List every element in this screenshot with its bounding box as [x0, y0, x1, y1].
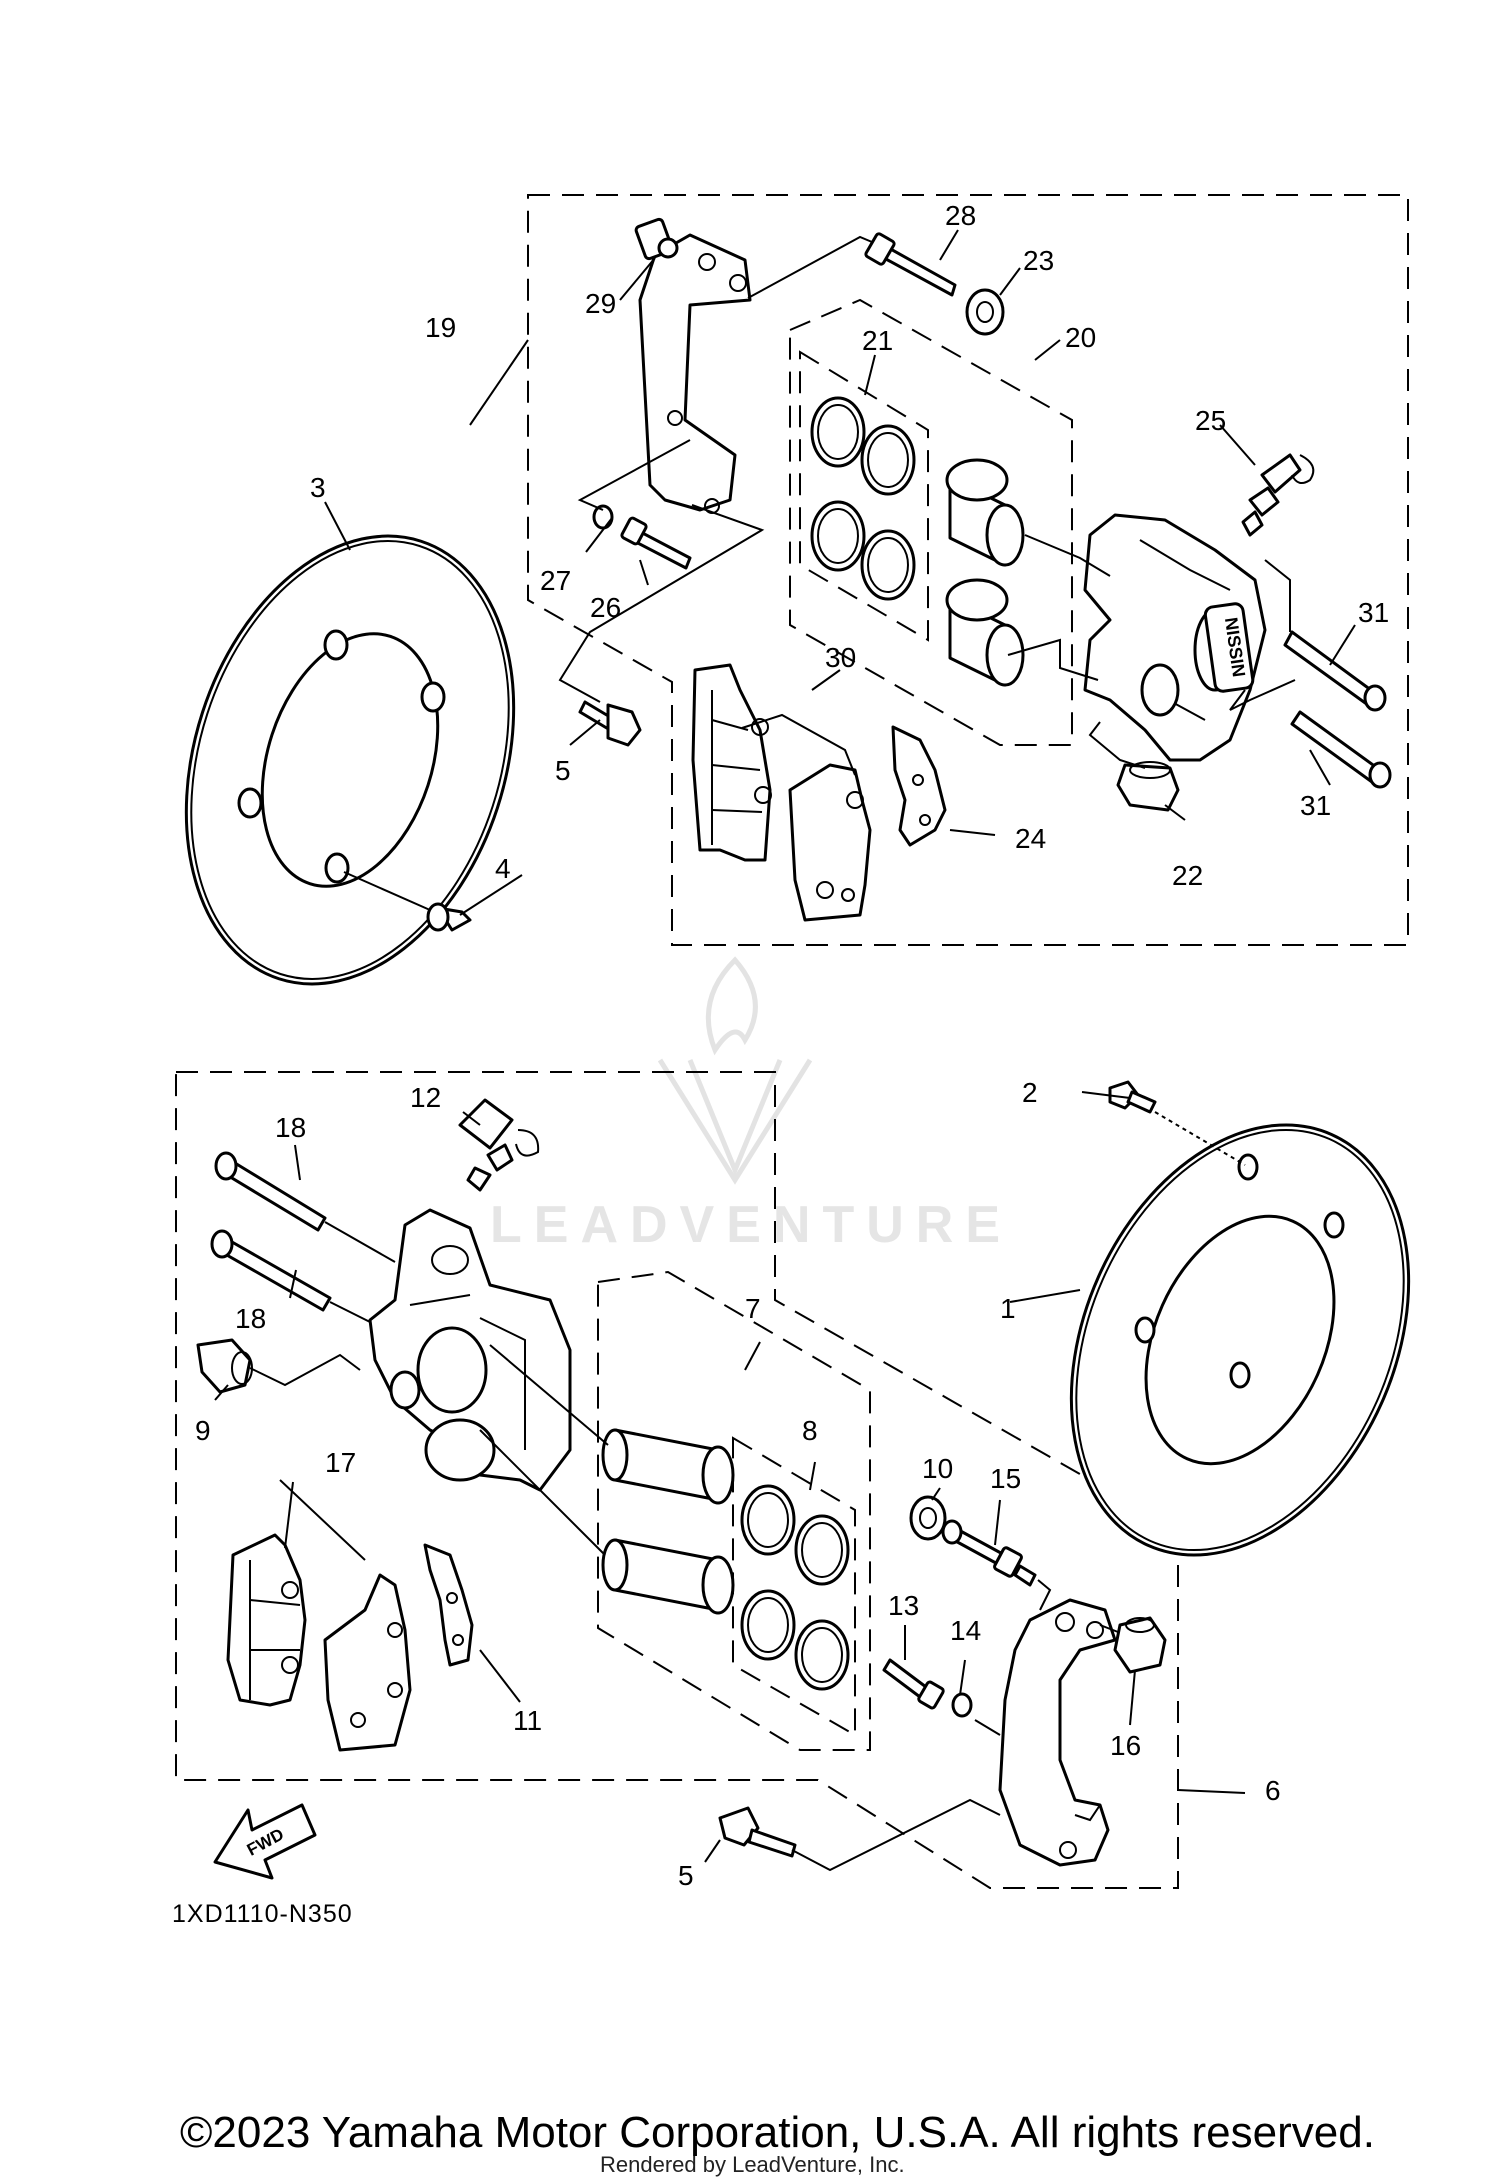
copyright-notice: ©2023 Yamaha Motor Corporation, U.S.A. A… — [180, 2108, 1375, 2157]
pistons-top — [945, 458, 1025, 687]
bleeder-25 — [1241, 453, 1315, 537]
callout-23: 23 — [1023, 245, 1054, 276]
callout-31-top: 31 — [1358, 597, 1389, 628]
callout-15: 15 — [990, 1463, 1021, 1494]
bolt-13 — [882, 1658, 945, 1710]
callout-8: 8 — [802, 1415, 818, 1446]
callout-3: 3 — [310, 472, 326, 503]
pad-spring-24 — [891, 725, 947, 847]
caliper-body-top: NISSIN — [1083, 513, 1267, 762]
callout-17: 17 — [325, 1447, 356, 1478]
callout-21: 21 — [862, 325, 893, 356]
watermark-text: LEADVENTURE — [490, 1196, 1013, 1254]
nut-23 — [965, 288, 1005, 336]
callout-2: 2 — [1022, 1077, 1038, 1108]
top-leaders — [558, 235, 1296, 776]
callout-12: 12 — [410, 1082, 441, 1113]
callout-7: 7 — [745, 1293, 761, 1324]
top-caliper-bracket — [638, 233, 752, 514]
callout-4: 4 — [495, 853, 511, 884]
callout-5-top: 5 — [555, 755, 571, 786]
pin-22 — [1116, 761, 1180, 812]
pins-18 — [210, 1151, 396, 1323]
bottom-leaders — [974, 1579, 1119, 1736]
callout-labels: 1 2 3 4 5 5 6 7 8 9 10 11 12 13 14 15 16… — [195, 200, 1389, 1891]
pin-16 — [1113, 1616, 1167, 1674]
bolt-15 — [941, 1519, 1037, 1587]
callout-18-bottom: 18 — [235, 1303, 266, 1334]
callout-9: 9 — [195, 1415, 211, 1446]
diagram-code: 1XD1110-N350 — [172, 1900, 353, 1928]
bolt-5-bottom — [718, 1798, 1001, 1872]
callout-13: 13 — [888, 1590, 919, 1621]
callout-16: 16 — [1110, 1730, 1141, 1761]
screw-2 — [1108, 1080, 1246, 1166]
callout-14: 14 — [950, 1615, 981, 1646]
washer-14 — [951, 1692, 973, 1718]
callout-11: 11 — [513, 1705, 542, 1736]
fwd-arrow-icon: FWD — [213, 1803, 317, 1880]
callout-leaders — [214, 229, 1356, 1863]
callout-6: 6 — [1265, 1775, 1281, 1806]
rendered-by-note: Rendered by LeadVenture, Inc. — [600, 2152, 905, 2177]
callout-24: 24 — [1015, 823, 1046, 854]
pin-26 — [620, 516, 692, 570]
bolt-5-top — [578, 700, 642, 747]
piston-seals-8 — [740, 1484, 850, 1691]
pistons-bottom — [479, 1344, 735, 1615]
callout-28: 28 — [945, 200, 976, 231]
pin-29 — [634, 217, 679, 261]
callout-29: 29 — [585, 288, 616, 319]
assembly-boundary-19 — [527, 194, 1409, 946]
seal-kit-boundary-21 — [799, 350, 929, 642]
brake-pads-30 — [691, 663, 872, 922]
pad-spring-11 — [423, 1543, 474, 1667]
callout-1: 1 — [1000, 1293, 1016, 1324]
callout-25: 25 — [1195, 405, 1226, 436]
callout-18-top: 18 — [275, 1112, 306, 1143]
callout-10: 10 — [922, 1453, 953, 1484]
bottom-caliper-bracket — [998, 1598, 1117, 1867]
pins-31-top — [1283, 630, 1392, 789]
caliper-body-bottom — [368, 1208, 572, 1492]
nut-10 — [909, 1495, 947, 1541]
piston-seals-21 — [810, 396, 916, 601]
assembly-boundary-20 — [789, 298, 1073, 746]
bleeder-12 — [458, 1098, 540, 1192]
brake-disc-1 — [1069, 1123, 1411, 1557]
callout-27: 27 — [540, 565, 571, 596]
brake-disc-3 — [184, 534, 516, 986]
watermark-logo — [657, 956, 813, 1185]
callout-31-bottom: 31 — [1300, 790, 1331, 821]
callout-5-bottom: 5 — [678, 1860, 694, 1891]
seal-kit-boundary-8 — [732, 1436, 856, 1737]
pin-9 — [196, 1338, 361, 1394]
callout-20: 20 — [1065, 322, 1096, 353]
assembly-boundary-7 — [597, 1270, 871, 1751]
callout-26: 26 — [590, 592, 621, 623]
brake-pads-17 — [226, 1533, 412, 1752]
bolt-28 — [864, 232, 957, 297]
callout-30: 30 — [825, 642, 856, 673]
callout-22: 22 — [1172, 860, 1203, 891]
callout-19: 19 — [425, 312, 456, 343]
assembly-boundary-6 — [175, 1071, 1179, 1889]
